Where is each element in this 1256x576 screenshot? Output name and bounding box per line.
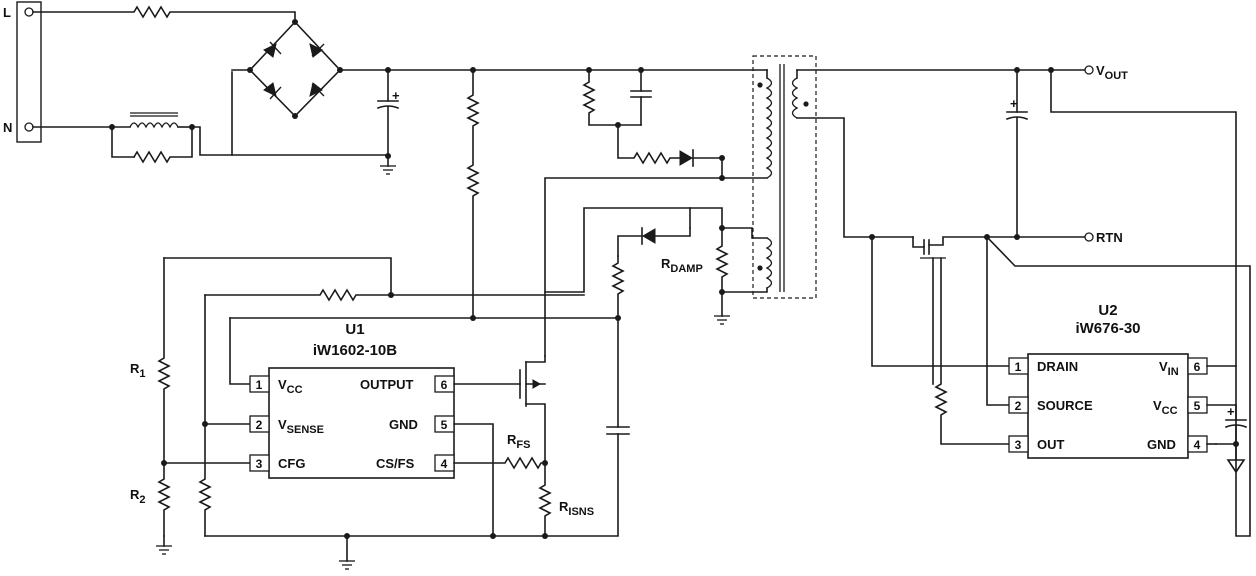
u1-chip: U1 iW1602-10B 1 VCC 2 VSENSE 3 CFG 6 OUT… (249, 321, 594, 537)
u2-part: iW676-30 (1075, 320, 1140, 337)
u1-pin1-name: VCC (278, 377, 303, 396)
u2-pin6-num: 6 (1194, 360, 1201, 374)
startup-resistors (466, 69, 480, 319)
out-cap-plus: + (1010, 96, 1018, 111)
common-mode-choke (32, 71, 233, 164)
bulk-capacitor: + (231, 67, 400, 175)
u2-pin3-num: 3 (1015, 438, 1022, 452)
rcd-snubber (582, 69, 725, 167)
u2-pin4-name: GND (1147, 437, 1176, 452)
ac-terminal-block (16, 1, 42, 143)
terminal-neutral (24, 122, 34, 132)
u2-pin2-num: 2 (1015, 399, 1022, 413)
sr-mosfet: RTN (869, 230, 1251, 537)
u2-pin6-name: VIN (1159, 359, 1179, 378)
u2-chip: U2 iW676-30 1 DRAIN 2 SOURCE 3 OUT 6 VIN… (1008, 302, 1248, 474)
u1-pin1-num: 1 (256, 378, 263, 392)
rdamp-label: RDAMP (661, 256, 703, 275)
u2-pin2-name: SOURCE (1037, 398, 1093, 413)
u2-pin5-name: VCC (1153, 398, 1178, 417)
rfs-label: RFS (507, 432, 530, 451)
flyback-transformer (544, 55, 914, 357)
output-rail: VOUT + (796, 63, 1237, 445)
vout-terminal (1084, 65, 1094, 75)
rtn-terminal (1084, 232, 1094, 242)
u1-pin3-name: CFG (278, 456, 305, 471)
u2-ref: U2 (1098, 302, 1117, 319)
rtn-label: RTN (1096, 230, 1123, 245)
r1-label: R1 (130, 361, 146, 380)
u1-pin6-num: 6 (441, 378, 448, 392)
bulk-cap-plus: + (392, 88, 400, 103)
u1-pin6-name: OUTPUT (360, 377, 414, 392)
vout-label: VOUT (1096, 63, 1128, 82)
r2-label: R2 (130, 487, 146, 506)
u1-part: iW1602-10B (313, 342, 397, 359)
u2-pin4-num: 4 (1194, 438, 1201, 452)
input-fuse-resistor (32, 5, 296, 23)
risns-label: RISNS (559, 499, 594, 518)
u1-pin3-num: 3 (256, 457, 263, 471)
u2-pin1-name: DRAIN (1037, 359, 1078, 374)
u2-pin3-name: OUT (1037, 437, 1065, 452)
u1-pin5-num: 5 (441, 418, 448, 432)
u1-pin2-num: 2 (256, 418, 263, 432)
u2-pin1-num: 1 (1015, 360, 1022, 374)
neutral-label: N (3, 120, 12, 135)
u2-pin5-num: 5 (1194, 399, 1201, 413)
aux-rectifier: RDAMP (544, 207, 730, 536)
u1-pin4-name: CS/FS (376, 456, 415, 471)
line-label: L (3, 5, 11, 20)
u1-pin5-name: GND (389, 417, 418, 432)
u1-ref: U1 (345, 321, 364, 338)
bridge-rectifier (231, 19, 343, 119)
terminal-line (24, 7, 34, 17)
u1-pin4-num: 4 (441, 457, 448, 471)
u1-pin2-name: VSENSE (278, 417, 324, 436)
vcc-cap-plus: + (1227, 404, 1235, 419)
